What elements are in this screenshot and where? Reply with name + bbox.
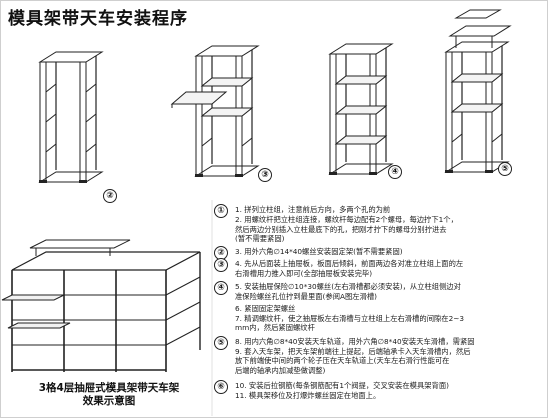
figure-label-3: ③	[258, 168, 272, 182]
assembled-rack-illustration	[1, 239, 201, 372]
figure-label-2: ②	[103, 189, 117, 203]
rack-step-3	[328, 43, 393, 176]
rack-step-2	[170, 45, 259, 178]
rack-step-4	[444, 9, 512, 174]
step-marker: ⑥	[214, 380, 228, 394]
page-title: 模具架带天车安装程序	[8, 9, 188, 29]
rack-step-1	[38, 51, 103, 184]
figure-caption: 3格4层抽屉式模具架带天车架 效果示意图	[38, 382, 180, 407]
step-marker: ④	[214, 281, 228, 295]
step-marker: ①	[214, 204, 228, 218]
figure-label-4: ④	[388, 165, 402, 179]
figure-label-5: ⑤	[498, 162, 512, 176]
step-marker: ③	[214, 258, 228, 272]
step-marker: ⑤	[214, 336, 228, 350]
